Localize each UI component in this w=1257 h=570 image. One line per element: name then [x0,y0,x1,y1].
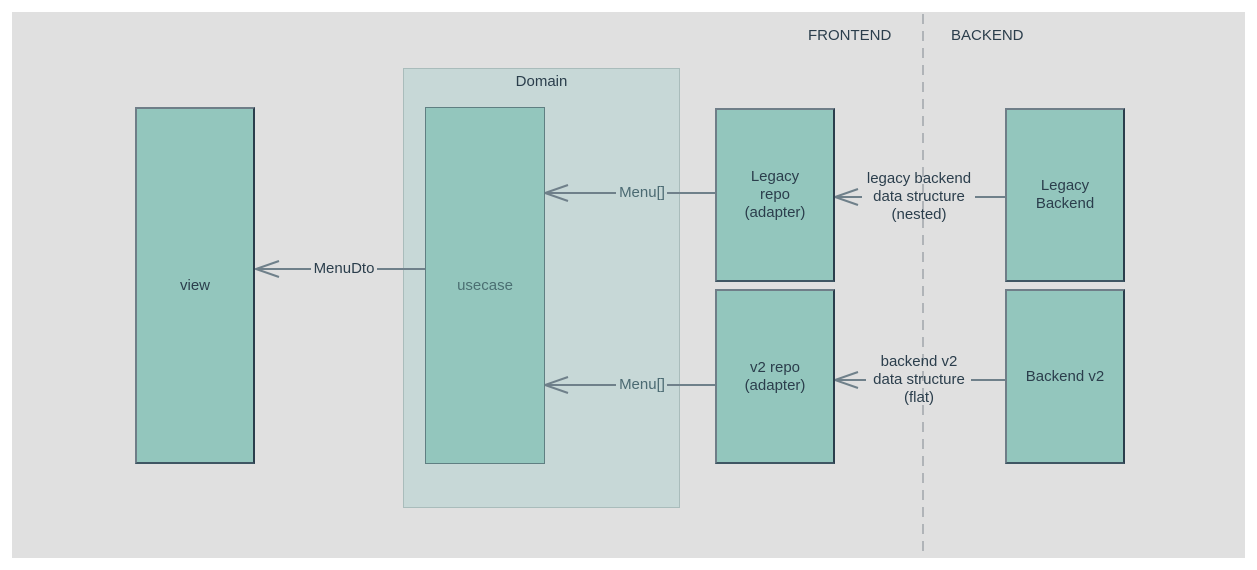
edge-label-v2-menu: Menu[] [619,376,665,393]
legacy-repo-node[interactable]: Legacy repo (adapter) [715,108,835,282]
view-node[interactable]: view [135,107,255,464]
edge-label-legacy-menu: Menu[] [619,184,665,201]
edge-legacy-backend-to-repo [831,188,1005,206]
edge-label-legacy-data-structure: legacy backend data structure (nested) [866,170,972,223]
legacy-backend-node[interactable]: Legacy Backend [1005,108,1125,282]
edge-label-menudto: MenuDto [313,260,375,277]
backend-lane-label: BACKEND [951,27,1024,44]
v2-repo-node[interactable]: v2 repo (adapter) [715,289,835,464]
edge-usecase-to-view [252,260,425,278]
edge-legacy-repo-to-usecase [541,184,715,202]
domain-title: Domain [515,73,568,90]
edge-backend-v2-to-repo [831,371,1005,389]
backend-v2-node[interactable]: Backend v2 [1005,289,1125,464]
usecase-node[interactable]: usecase [425,107,545,464]
frontend-lane-label: FRONTEND [808,27,892,44]
edge-label-v2-data-structure: backend v2 data structure (flat) [873,353,965,406]
edge-v2-repo-to-usecase [541,376,715,394]
